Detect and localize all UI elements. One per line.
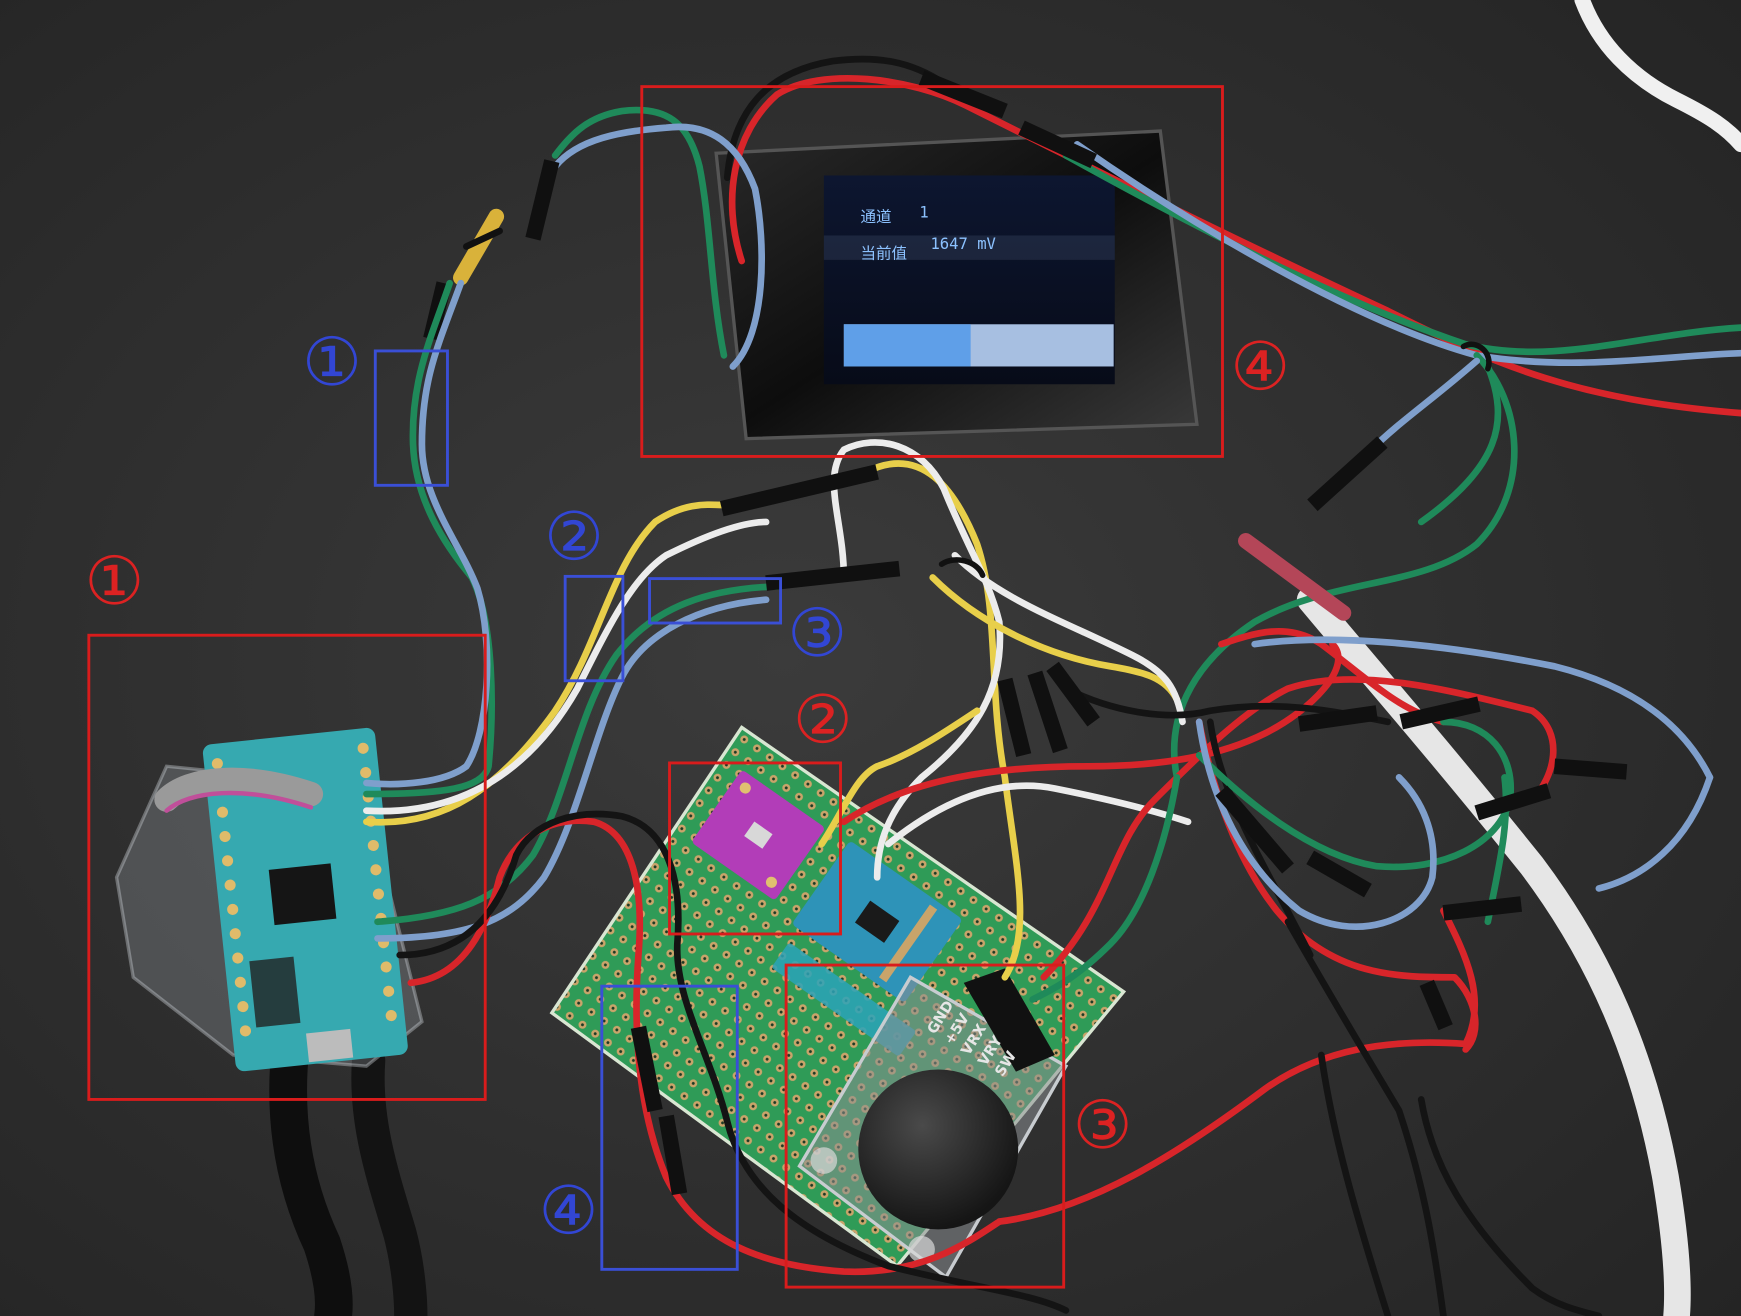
annotation-number-red-1: ① — [85, 542, 145, 620]
wire-green — [1170, 352, 1518, 781]
wire-yellow — [929, 574, 1181, 703]
microcontroller-chip — [268, 863, 337, 926]
dupont-connector — [719, 464, 879, 517]
progress-bar-fill — [843, 324, 971, 367]
wire-blue — [1251, 636, 1714, 781]
wire-red — [840, 640, 1342, 826]
wire-red — [407, 817, 1003, 1276]
annotation-number-blue-4: ④ — [539, 1171, 599, 1249]
wire-blue — [551, 123, 765, 370]
dupont-connector — [630, 1025, 663, 1113]
wire-green — [551, 106, 728, 359]
dupont-connector — [1474, 783, 1552, 821]
channel-value: 1 — [919, 204, 928, 222]
wire-black — [723, 55, 948, 182]
header-pins-base — [463, 227, 503, 250]
dupont-connector — [765, 560, 901, 591]
dupont-connector — [1018, 120, 1097, 169]
sensor-module — [692, 771, 824, 900]
wire-blue — [363, 279, 491, 788]
annotation-number-blue-2: ② — [544, 497, 604, 575]
joystick-mount-hole — [810, 1147, 838, 1174]
annotation-number-red-3: ③ — [1073, 1086, 1133, 1164]
dupont-connector — [1027, 670, 1068, 754]
dupont-connector — [525, 159, 560, 241]
usb-cable-1 — [269, 1025, 353, 1316]
annotation-box-red-4 — [640, 85, 1224, 458]
wire-black — [1417, 1096, 1603, 1316]
wire-blue — [1073, 141, 1741, 366]
probe-module — [1238, 533, 1352, 621]
annotation-box-blue-3 — [648, 577, 783, 625]
wire-yellow — [363, 501, 737, 826]
reading-value: 1647 mV — [930, 235, 995, 253]
dupont-connector — [658, 1114, 688, 1196]
cable-tie — [938, 557, 986, 579]
dupont-connector — [1046, 661, 1100, 727]
ribbon-cable — [154, 767, 324, 812]
joystick-cap — [858, 1069, 1019, 1230]
wire-black — [1317, 1051, 1392, 1316]
screen-film-reflection — [823, 235, 1115, 260]
microcontroller-board — [202, 727, 408, 1072]
wire-blue — [1595, 774, 1714, 892]
annotation-box-blue-2 — [563, 574, 625, 683]
wire-green — [1062, 152, 1741, 356]
dupont-connector — [918, 70, 1008, 119]
usb-cable-2 — [351, 1043, 428, 1316]
annotation-box-red-3 — [784, 963, 1066, 1289]
wire-blue — [1195, 718, 1437, 930]
wire-green — [1029, 774, 1181, 1003]
wire-green — [1195, 718, 1515, 871]
usb-connector — [306, 1028, 354, 1063]
dupont-connector — [997, 677, 1032, 758]
dupont-connector — [1442, 896, 1523, 921]
dupont-connector — [1399, 696, 1481, 730]
white-cable-top — [1574, 0, 1741, 153]
dupont-connector — [1419, 979, 1453, 1031]
dupont-connector — [1553, 758, 1628, 780]
ribbon-cable-stripe — [164, 790, 314, 813]
annotation-number-blue-1: ① — [302, 323, 362, 401]
reading-label: 当前值 — [861, 245, 908, 263]
wire-white — [884, 782, 1192, 848]
dupont-connector — [1306, 850, 1372, 898]
wire-white — [363, 518, 770, 815]
wire-black — [396, 810, 1070, 1314]
wire-red — [1218, 628, 1447, 726]
annotation-box-blue-1 — [373, 349, 449, 487]
annotation-box-red-2 — [668, 761, 842, 936]
wire-black — [1206, 718, 1314, 959]
wire-red — [1040, 676, 1557, 981]
dupont-connector — [1215, 785, 1294, 874]
dupont-connector — [1307, 436, 1388, 512]
channel-label: 通道 — [861, 208, 892, 226]
annotation-number-red-2: ② — [793, 681, 853, 759]
header-pins — [453, 208, 505, 286]
annotation-number-blue-3: ③ — [787, 594, 847, 672]
wire-green — [374, 583, 781, 926]
annotation-box-blue-4 — [600, 984, 739, 1271]
cable-tie — [1460, 341, 1492, 372]
joystick-pin-header — [963, 968, 1055, 1072]
annotation-box-red-1 — [87, 633, 487, 1101]
adc-module — [793, 842, 962, 1002]
wire-green — [1417, 363, 1502, 526]
wire-white — [951, 551, 1186, 726]
dupont-connector — [1297, 705, 1378, 732]
annotation-number-red-4: ④ — [1230, 327, 1290, 405]
wire-black — [1284, 918, 1447, 1316]
joystick-mount-hole — [908, 1236, 935, 1263]
